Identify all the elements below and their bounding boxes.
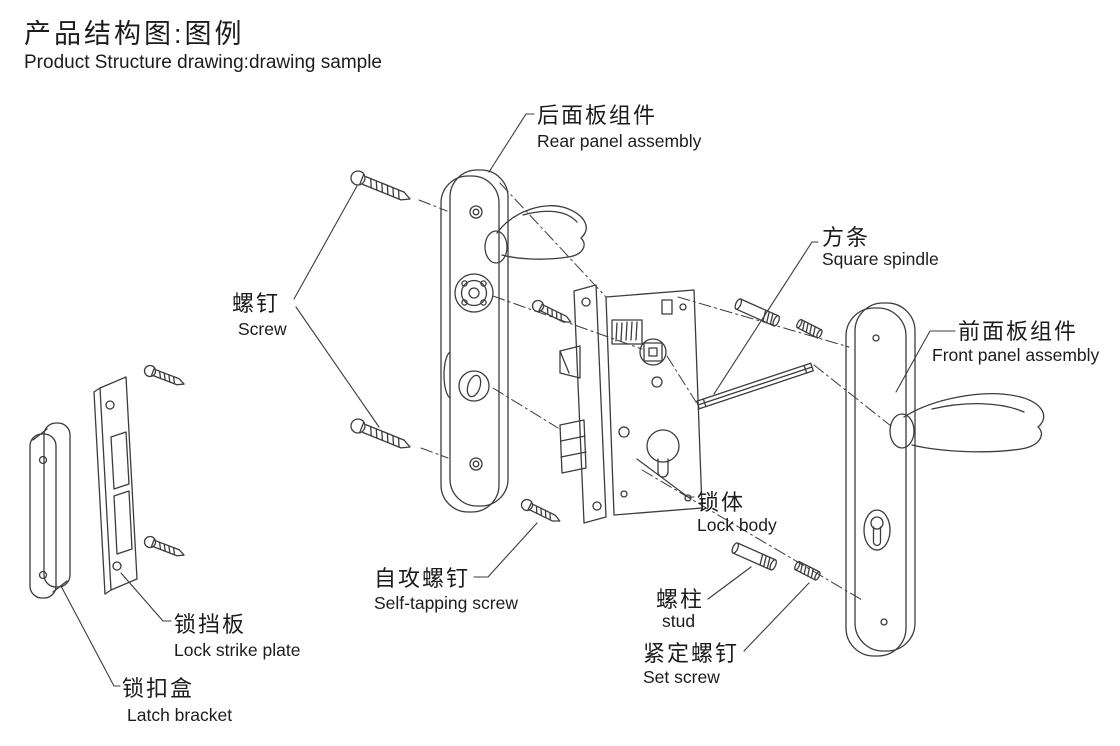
self-tapping-screw-top	[529, 297, 574, 328]
leader-screw-bottom	[295, 306, 380, 428]
label-screw-zh: 螺钉	[232, 291, 281, 316]
label-rear-panel-zh: 后面板组件	[537, 103, 658, 128]
front-panel-assembly-part	[845, 302, 1045, 657]
page-title-en: Product Structure drawing:drawing sample	[24, 52, 383, 73]
self-tapping-screw-bottom	[518, 496, 563, 527]
label-self-tapping-zh: 自攻螺钉	[374, 566, 471, 591]
label-screw-en: Screw	[238, 319, 287, 339]
leader-front-panel	[895, 330, 956, 393]
label-front-panel-en: Front panel assembly	[932, 345, 1100, 365]
square-spindle-part	[696, 362, 814, 410]
label-set-screw-en: Set screw	[643, 667, 720, 687]
label-lock-body-zh: 锁体	[697, 490, 746, 515]
label-front-panel-zh: 前面板组件	[958, 319, 1079, 344]
leader-self-tapping-screw	[473, 522, 538, 578]
label-strike-plate-en: Lock strike plate	[174, 640, 301, 660]
strike-plate-screw-bottom	[142, 534, 187, 561]
label-stud-en: stud	[662, 611, 696, 631]
label-strike-plate-zh: 锁挡板	[174, 612, 247, 637]
label-stud-zh: 螺柱	[656, 587, 705, 612]
page-title-zh: 产品结构图:图例	[24, 19, 245, 49]
label-square-spindle-en: Square spindle	[822, 249, 939, 269]
label-rear-panel-en: Rear panel assembly	[537, 131, 702, 151]
leader-lock-body	[636, 458, 695, 498]
label-lock-body-en: Lock body	[697, 515, 777, 535]
leader-strike-plate	[120, 572, 172, 622]
leader-square-spindle	[713, 241, 819, 395]
label-set-screw-zh: 紧定螺钉	[643, 641, 740, 666]
latch-bracket-part	[29, 422, 71, 599]
lock-strike-plate-part	[93, 376, 138, 595]
strike-plate-screw-top	[142, 363, 187, 390]
label-square-spindle-zh: 方条	[822, 225, 871, 250]
label-latch-bracket-zh: 锁扣盒	[122, 676, 195, 701]
leader-set-screw	[743, 582, 810, 652]
label-latch-bracket-en: Latch bracket	[127, 705, 233, 725]
leader-lines	[60, 113, 956, 687]
panel-screw-top	[348, 168, 414, 207]
label-self-tapping-en: Self-tapping screw	[374, 593, 518, 613]
assembly-axis-lines	[418, 182, 892, 601]
leader-rear-panel	[488, 113, 535, 173]
leader-latch-bracket	[60, 585, 121, 687]
set-screw-bottom	[793, 560, 822, 582]
panel-screw-bottom	[348, 416, 414, 455]
lock-body-part	[559, 284, 703, 524]
rear-panel-assembly-part	[440, 169, 587, 513]
leader-stud	[707, 566, 752, 600]
leader-screw-top	[293, 185, 358, 300]
